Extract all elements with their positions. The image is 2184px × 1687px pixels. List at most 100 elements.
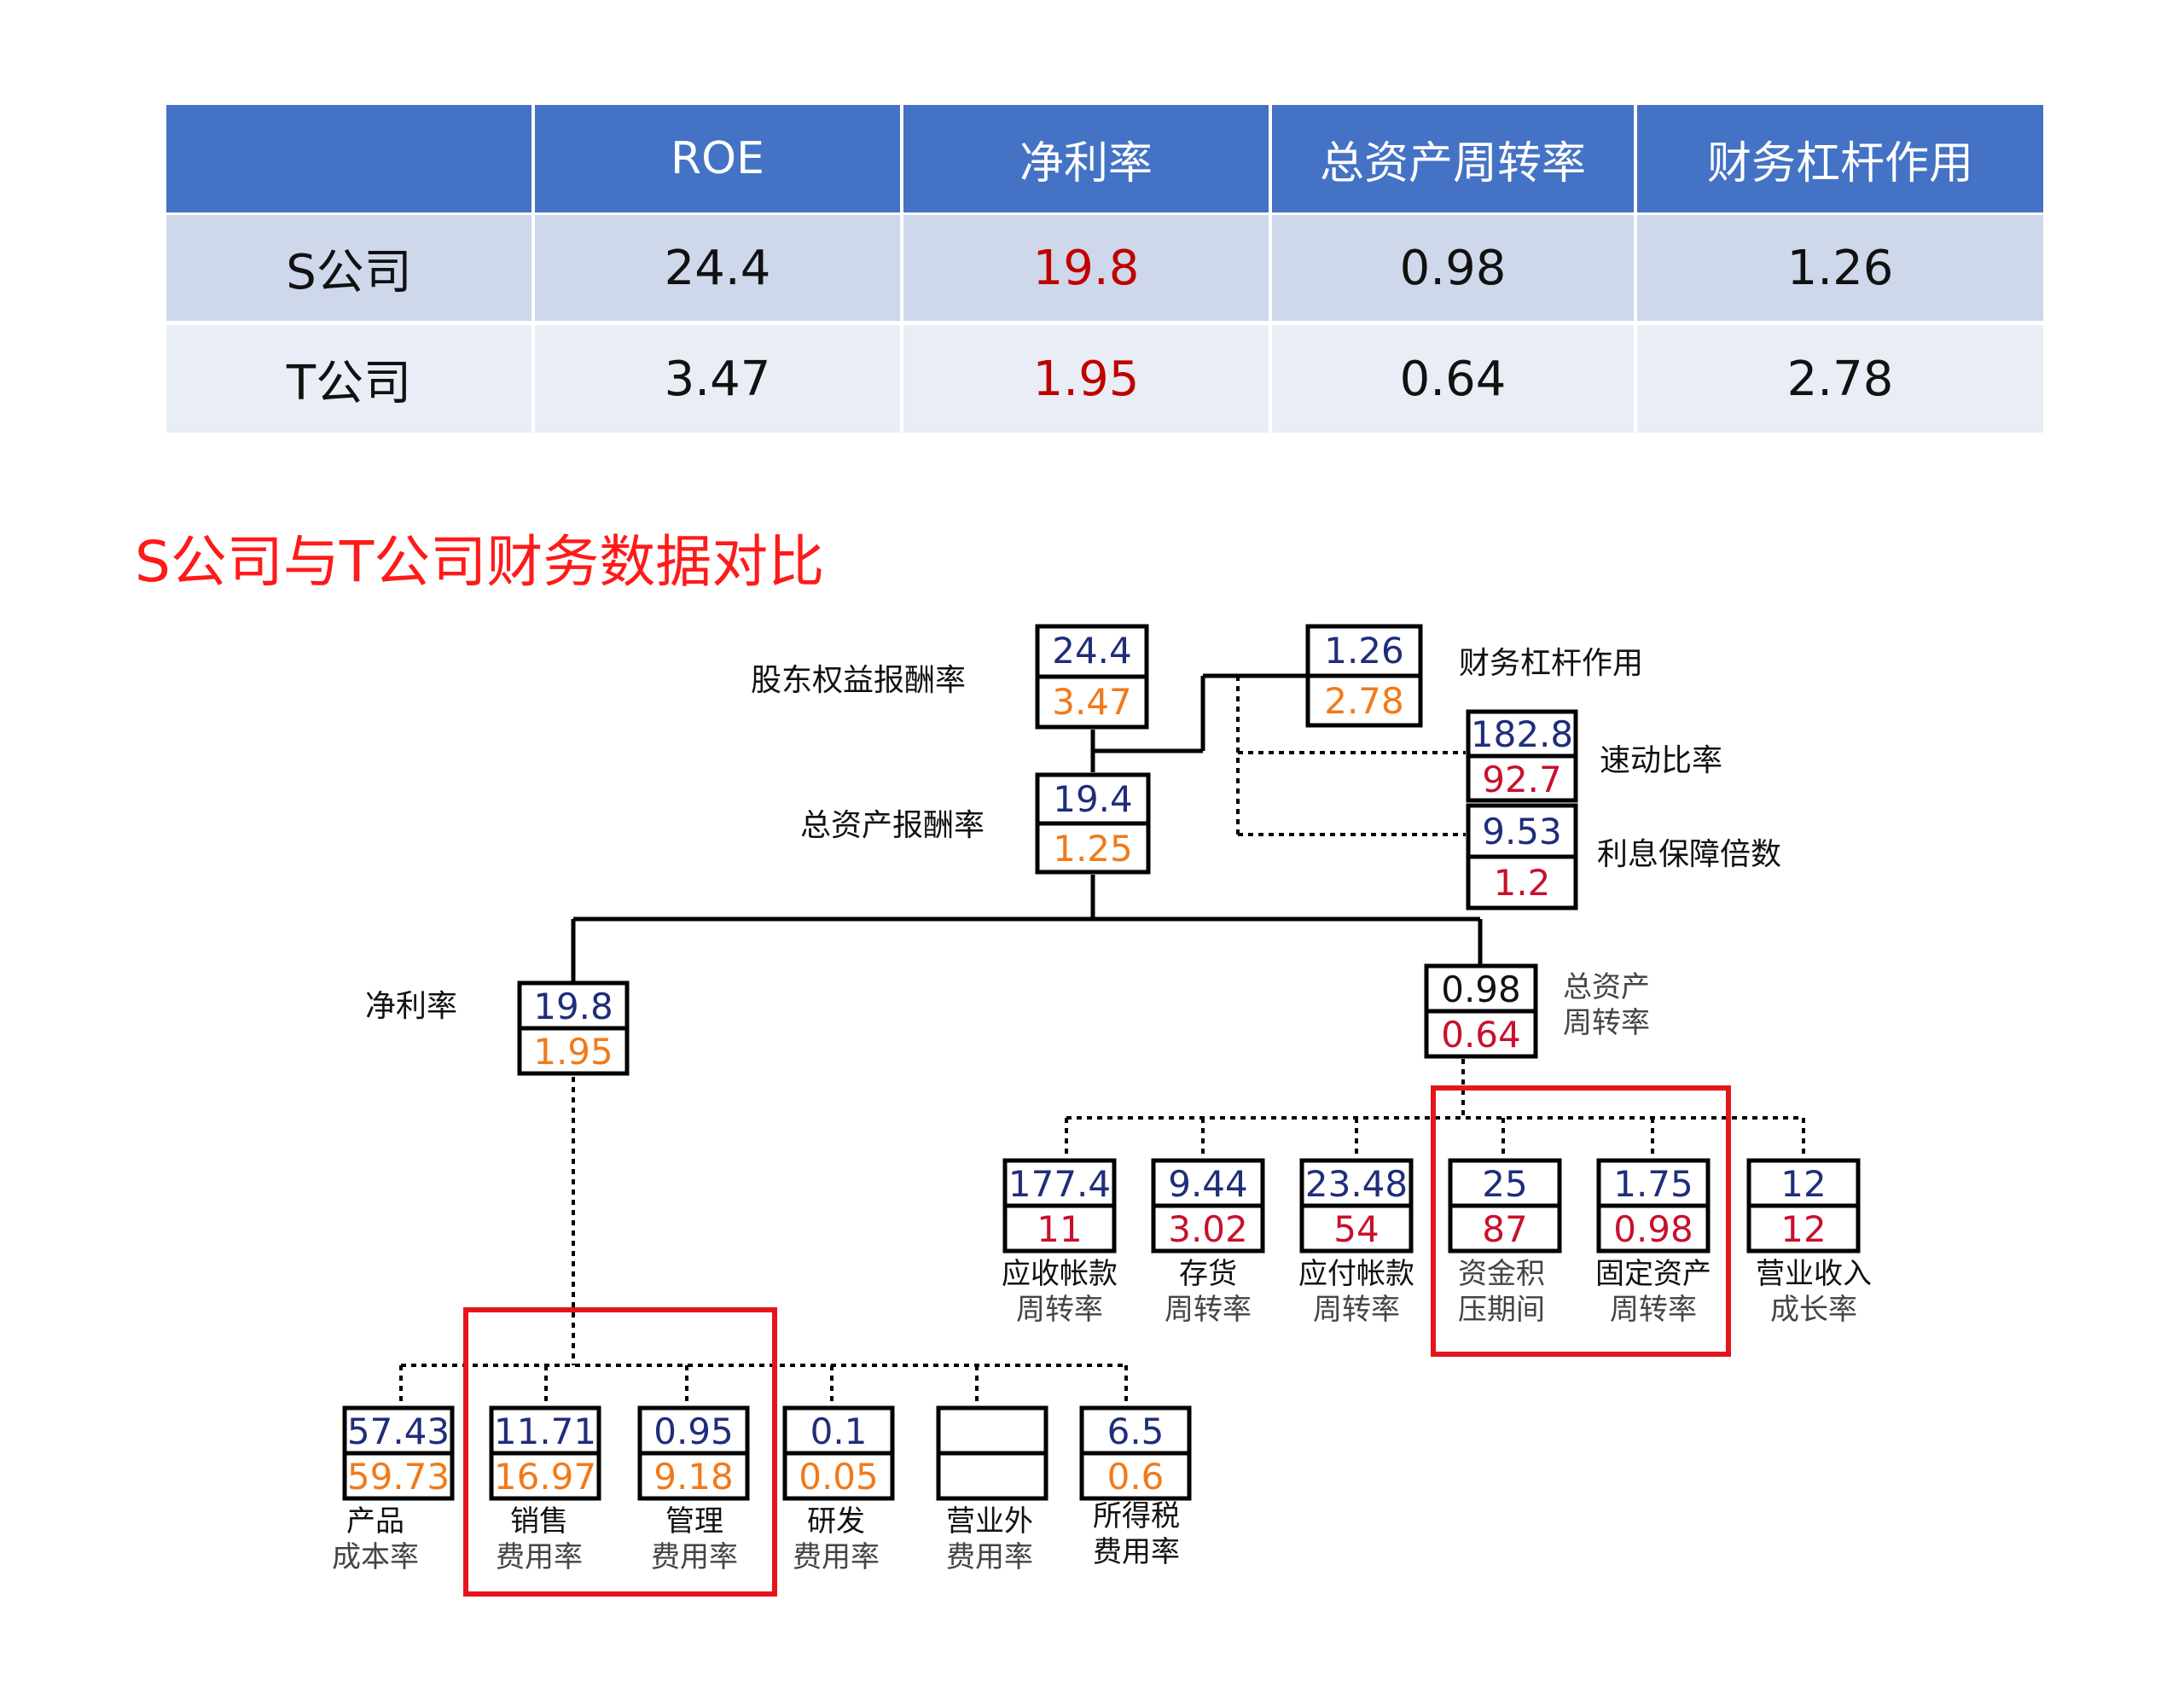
label-line: 周转率 — [1016, 1293, 1103, 1327]
roe-s-value: 24.4 — [1052, 630, 1132, 672]
highlight-box-turnover — [1431, 1085, 1731, 1357]
turnover-label: 固定资产 周转率 — [1568, 1256, 1739, 1328]
expense-label: 研发 费用率 — [751, 1504, 921, 1575]
expense-t-value: 0.05 — [799, 1456, 879, 1498]
table-row-s-name: S公司 — [166, 215, 531, 321]
label-line: 成本率 — [332, 1540, 419, 1574]
turnover-s-value: 9.44 — [1168, 1163, 1248, 1205]
expense-label: 所得税 费用率 — [1051, 1498, 1222, 1570]
expense-s-value: 0.1 — [810, 1411, 868, 1452]
expense-t-value: 0.6 — [1107, 1456, 1165, 1498]
table-cell: 0.98 — [1272, 215, 1634, 321]
quick-ratio-t-value: 92.7 — [1482, 759, 1562, 800]
label-line: 费用率 — [651, 1540, 738, 1574]
asset-turnover-s-value: 0.98 — [1441, 969, 1521, 1010]
table-cell: 1.95 — [903, 325, 1269, 433]
turnover-s-value: 12 — [1780, 1163, 1827, 1205]
net-margin-t-value: 1.95 — [533, 1031, 613, 1073]
label-line: 成长率 — [1770, 1293, 1857, 1327]
label-net-margin: 净利率 — [365, 989, 458, 1024]
turnover-t-value: 0.98 — [1613, 1208, 1693, 1250]
section-title: S公司与T公司财务数据对比 — [135, 529, 825, 595]
label-line: 周转率 — [1563, 1006, 1650, 1040]
highlight-boxes — [463, 1085, 1731, 1597]
turnover-t-value: 54 — [1333, 1208, 1380, 1250]
turnover-s-value: 23.48 — [1304, 1163, 1409, 1205]
turnover-s-value: 177.4 — [1008, 1163, 1112, 1205]
net-margin-s-value: 19.8 — [533, 986, 613, 1027]
label-line: 周转率 — [1610, 1293, 1697, 1327]
expense-label: 产品 成本率 — [290, 1504, 461, 1575]
expense-t-value: 16.97 — [493, 1456, 597, 1498]
label-line: 产品 — [346, 1504, 404, 1539]
leverage-s-value: 1.26 — [1324, 630, 1404, 672]
table-cell: 19.8 — [903, 215, 1269, 321]
label-line: 费用率 — [946, 1540, 1033, 1574]
label-line: 存货 — [1179, 1257, 1237, 1291]
table-row-t-name: T公司 — [166, 325, 531, 433]
roa-t-value: 1.25 — [1053, 828, 1133, 870]
table-header-net-margin: 净利率 — [903, 105, 1269, 212]
label-line: 营业外 — [946, 1504, 1033, 1539]
label-quick-ratio: 速动比率 — [1600, 743, 1723, 778]
expense-s-value: 0.95 — [653, 1411, 734, 1452]
expense-t-value: 59.73 — [346, 1456, 450, 1498]
expense-label: 管理 费用率 — [609, 1504, 780, 1575]
turnover-t-value: 11 — [1037, 1208, 1083, 1250]
label-line: 费用率 — [496, 1540, 583, 1574]
table-header-roe: ROE — [535, 105, 900, 212]
table-header-empty — [166, 105, 531, 212]
table-cell: 3.47 — [535, 325, 900, 433]
turnover-t-value: 87 — [1482, 1208, 1528, 1250]
turnover-label: 存货 周转率 — [1123, 1256, 1293, 1328]
label-line: 营业收入 — [1756, 1257, 1872, 1291]
label-line: 费用率 — [793, 1540, 880, 1574]
roe-t-value: 3.47 — [1052, 681, 1132, 723]
label-line: 研发 — [807, 1504, 865, 1539]
turnover-t-value: 3.02 — [1168, 1208, 1248, 1250]
expense-s-value: 6.5 — [1107, 1411, 1165, 1452]
roa-s-value: 19.4 — [1053, 778, 1133, 820]
label-roe: 股东权益报酬率 — [751, 663, 967, 698]
turnover-label: 应付帐款 周转率 — [1271, 1256, 1442, 1328]
label-line: 压期间 — [1458, 1293, 1545, 1327]
table-header-asset-turnover: 总资产周转率 — [1272, 105, 1634, 212]
label-line: 周转率 — [1165, 1293, 1252, 1327]
label-line: 总资产 — [1563, 970, 1650, 1004]
interest-coverage-t-value: 1.2 — [1493, 862, 1551, 904]
expense-label: 销售 费用率 — [454, 1504, 624, 1575]
label-line: 销售 — [510, 1504, 568, 1539]
turnover-t-value: 12 — [1780, 1208, 1827, 1250]
expense-t-value: 9.18 — [653, 1456, 734, 1498]
label-line: 应收帐款 — [1002, 1257, 1118, 1291]
table-header-leverage: 财务杠杆作用 — [1637, 105, 2043, 212]
solid-connectors — [571, 673, 1483, 983]
turnover-label: 应收帐款 周转率 — [974, 1256, 1145, 1328]
label-interest-coverage: 利息保障倍数 — [1597, 837, 1782, 872]
turnover-s-value: 25 — [1482, 1163, 1528, 1205]
label-line: 周转率 — [1313, 1293, 1400, 1327]
turnover-label: 营业收入 成长率 — [1728, 1256, 1899, 1328]
asset-turnover-t-value: 0.64 — [1441, 1014, 1521, 1056]
label-asset-turnover: 总资产 周转率 — [1563, 969, 1650, 1041]
label-line: 费用率 — [1093, 1535, 1180, 1569]
highlight-box-expense — [463, 1307, 777, 1597]
leverage-t-value: 2.78 — [1324, 680, 1404, 722]
table-cell: 1.26 — [1637, 215, 2043, 321]
table-cell: 0.64 — [1272, 325, 1634, 433]
turnover-s-value: 1.75 — [1613, 1163, 1693, 1205]
label-leverage: 财务杠杆作用 — [1459, 646, 1644, 681]
label-line: 应付帐款 — [1298, 1257, 1414, 1291]
label-line: 所得税 — [1093, 1499, 1180, 1533]
turnover-label: 资金积 压期间 — [1416, 1256, 1587, 1328]
label-line: 管理 — [665, 1504, 723, 1539]
table-cell: 24.4 — [535, 215, 900, 321]
expense-s-value: 11.71 — [493, 1411, 597, 1452]
label-line: 固定资产 — [1595, 1257, 1711, 1291]
table-cell: 2.78 — [1637, 325, 2043, 433]
expense-s-value: 57.43 — [346, 1411, 450, 1452]
label-line: 资金积 — [1458, 1257, 1545, 1291]
label-roa: 总资产报酬率 — [800, 808, 985, 843]
interest-coverage-s-value: 9.53 — [1482, 811, 1562, 852]
